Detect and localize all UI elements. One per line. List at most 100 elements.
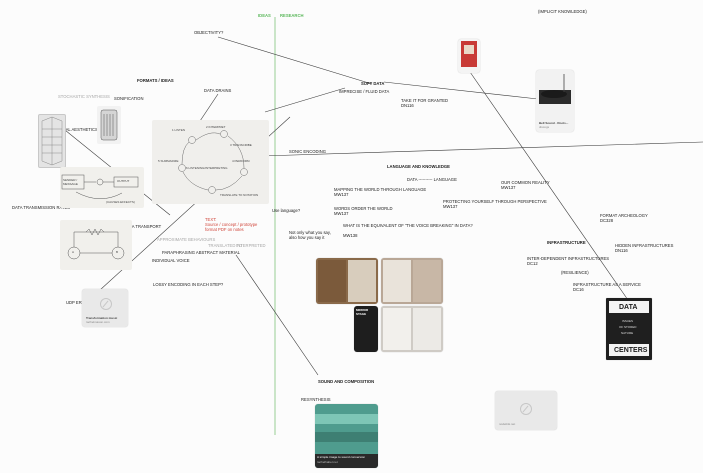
column-label-research: RESEARCH [280,13,304,18]
note-voice-code[interactable]: MW138 [343,233,358,238]
note-not-only[interactable]: Not only what you say, also how you say … [289,230,331,240]
link-card-vinyl[interactable]: Bell Sound - Roots... discogs [536,70,574,132]
vinyl-card-title: Bell Sound - Roots... [539,121,569,125]
sketch-listening-cycle[interactable]: 1 LISTEN 2 INTERPRET 3 TRANSCRIBE 4 PERF… [152,120,269,204]
note-data-transport[interactable]: DATA TRANSPORT [124,224,162,229]
flow-label-c: (CAUSES EFFECTS) [106,200,135,204]
note-words-code[interactable]: MW137 [334,211,349,216]
column-label-ideas: IDEAS [258,13,271,18]
sketch-label-2: 2 INTERPRET [206,125,226,129]
note-use-language[interactable]: Use language? [272,208,301,213]
spread3-page-right [413,308,441,350]
note-stochastic-synthesis[interactable]: STOCHASTIC SYNTHESIS [58,94,110,99]
cycle-diagram-icon [178,130,248,194]
note-objectivity[interactable]: OBJECTIVITY? [194,30,224,35]
note-lossy-encoding[interactable]: LOSSY ENCODING IN EACH STEP? [153,282,224,287]
image-book-spread-1[interactable] [316,258,378,304]
sketch-hard-drive[interactable] [97,106,121,144]
image-mirror-stage[interactable]: MIRROR STAGE [354,306,378,352]
compass-icon [520,403,532,415]
heading-infrastructure[interactable]: INFRASTRUCTURE [547,240,586,245]
flow-label-b: OUTPUT [117,179,130,183]
heading-language-knowledge[interactable]: LANGUAGE AND KNOWLEDGE [387,164,450,169]
resynth-caption: A simple image to sound conversion [317,455,366,459]
sketch-label-7: TRANSLATE TO NOTATION [220,193,259,197]
image-data-centers-book[interactable]: DATA ISSUES OF STORED NATURE CENTERS [606,298,652,360]
link-softdata-vinyl [383,81,539,100]
book-sub-3: NATURE [621,331,634,335]
note-udp-errors[interactable]: UDP ERRORS [66,300,94,305]
sketch-label-5: 5 SUMMARIZE [158,159,179,163]
vinyl-card-sub: discogs [539,125,550,129]
note-approximate-behaviours[interactable]: APPROXIMATE BEHAVIOURS [157,237,216,242]
note-data-language[interactable]: DATA ---------- LANGUAGE [407,177,457,182]
note-protecting-code[interactable]: MW137 [443,204,458,209]
image-book-spread-3[interactable] [381,306,443,352]
note-text-body[interactable]: Source / concept / prototype format PDF … [205,222,258,232]
udp-card-title: Transformation music [86,316,118,320]
note-tangent-b[interactable]: INTERPRETED [236,243,266,248]
note-individual-voice[interactable]: INDIVIDUAL VOICE [152,258,190,263]
heading-formats-ideas[interactable]: FORMATS / IDEAS [137,78,174,83]
link-ideas-softdata [264,87,346,113]
note-resilience[interactable]: (RESILIENCE) [561,270,589,275]
sketch-circuit[interactable]: A B [60,220,132,270]
note-mapping-code[interactable]: MW137 [334,192,349,197]
sketch-server-rack[interactable] [38,114,66,168]
note-imprecise-data[interactable]: IMPRECISE / FLUID DATA [339,89,390,94]
note-implicit-knowledge[interactable]: (IMPLICIT KNOWLEDGE) [538,9,587,14]
note-tangent-a[interactable]: TRANSLATED TO [208,243,243,248]
note-sonic-encoding[interactable]: SONIC ENCODING [289,149,326,154]
heading-soft-data[interactable]: SOFT DATA [361,81,385,86]
resynth-sub: rachelhaber.net [317,460,338,464]
spread2-page-right [413,260,441,302]
note-format-archeology[interactable]: FORMAT ARCHEOLOGY [600,213,648,218]
note-hidden-code[interactable]: DN116 [615,248,628,253]
image-red-book[interactable] [458,39,480,73]
note-infra-service[interactable]: INFRASTRUCTURE AS A SERVICE [573,282,641,287]
note-mapping-world[interactable]: MAPPING THE WORLD THROUGH LANGUAGE [334,187,427,192]
note-voice-breaking[interactable]: WHAT IS THE EQUIVALENT OF "THE VOICE BRE… [343,223,473,228]
note-infra-service-code[interactable]: DC16 [573,287,584,292]
link-material-resynthesis [235,254,319,376]
note-common-code[interactable]: MW137 [501,185,516,190]
note-data-drains[interactable]: DATA DRAINS [204,88,232,93]
spread2-page-left [383,260,411,302]
note-take-for-granted-code[interactable]: DN116 [401,103,414,108]
udp-card-sub: rachelmason.com [86,320,110,324]
sketch-label-4: 4 PERFORM [232,159,250,163]
note-hidden-infra[interactable]: HIDDEN INFRASTRUCTURES [615,243,674,248]
note-format-code[interactable]: DC328 [600,218,614,223]
mirror-stage-title: MIRROR STAGE [356,308,369,316]
note-sonification[interactable]: SONIFICATION [114,96,144,101]
heading-sound-composition[interactable]: SOUND AND COMPOSITION [318,379,375,384]
link-sonic-encoding [261,141,703,157]
note-resynthesis[interactable]: RESYNTHESIS [301,397,331,402]
note-interdependent[interactable]: INTER-DEPENDENT INFRASTRUCTURES [527,256,610,261]
note-technical-aesthetics[interactable]: TECHNICAL AESTHETICS [47,127,98,132]
flow-diagram-icon [61,174,139,199]
empty-card-sub: nodelink.net [499,422,516,426]
link-card-udp[interactable]: Transformation music rachelmason.com [82,289,128,327]
note-inter-code[interactable]: DC12 [527,261,538,266]
note-data-transmission[interactable]: DATA TRANSMISSION RATES [12,205,71,210]
note-common-reality[interactable]: OUR COMMON REALITY [501,180,550,185]
sketch-label-3: 3 TRANSCRIBE [230,143,252,147]
note-paraphrasing[interactable]: PARAPHRASING ABSTRACT MATERIAL [162,250,240,255]
link-card-empty[interactable]: nodelink.net [495,391,557,430]
note-words-order[interactable]: WORDS ORDER THE WORLD [334,206,393,211]
image-book-spread-2[interactable] [381,258,443,304]
sketch-flow-diagram[interactable]: SENDER / MESSAGE OUTPUT (CAUSES EFFECTS) [60,167,144,208]
resynth-image-band-1 [315,414,378,424]
link-card-resynthesis[interactable]: A simple image to sound conversion rache… [315,404,378,468]
note-protecting[interactable]: PROTECTING YOURSELF THROUGH PERSPECTIVE [443,199,547,204]
hard-drive-icon [100,109,118,141]
circuit-diagram-icon [67,228,125,260]
note-take-for-granted[interactable]: TAKE IT FOR GRANTED [401,98,449,103]
link-drains [199,93,219,122]
note-text-title[interactable]: TEXT: [205,217,217,222]
link-objectivity-softdata [217,36,373,85]
book-sub-2: OF STORED [619,325,637,329]
book-title-centers-bg [609,344,649,356]
spread-page-left [318,260,346,302]
